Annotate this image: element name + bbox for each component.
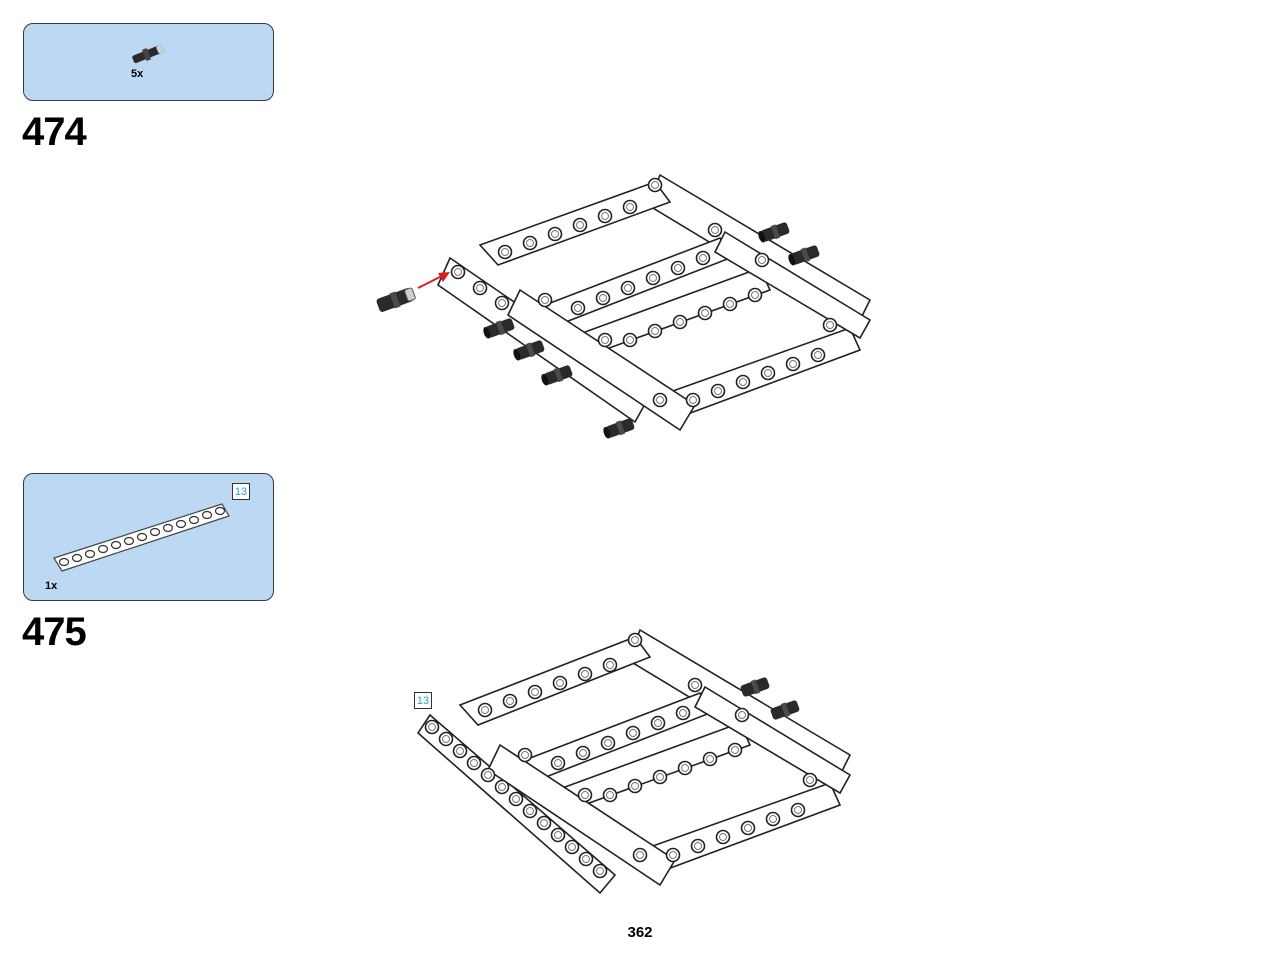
beam-13-white-icon <box>53 503 230 572</box>
assembly-illustration-475 <box>416 628 852 895</box>
parts-list-box-475: 13 1x <box>23 473 274 601</box>
insertion-arrow <box>417 272 450 289</box>
step-number-474: 474 <box>22 110 87 154</box>
beam-length-tag: 13 <box>232 483 250 500</box>
part-quantity: 5x <box>131 68 144 80</box>
parts-list-box-474: 5x <box>23 23 274 101</box>
incoming-pin <box>376 287 416 312</box>
page-number: 362 <box>627 924 653 941</box>
step-number-475: 475 <box>22 610 87 654</box>
callout-length-tag: 13 <box>414 692 432 709</box>
assembly-illustration-474 <box>376 173 872 441</box>
part-quantity: 1x <box>45 580 58 592</box>
connector-pin-black-icon <box>132 44 164 64</box>
